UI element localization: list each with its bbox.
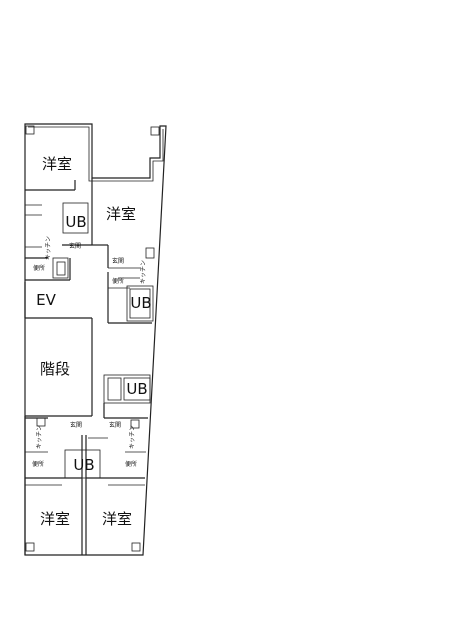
western-room-label-3: 洋室 (40, 510, 70, 528)
units-lower (25, 417, 148, 555)
elevator-label: EV (36, 291, 56, 309)
entrance-label-2: 玄関 (112, 257, 124, 265)
kitchen-label-3: キッチン (36, 425, 43, 449)
entrance-label-3: 玄関 (70, 421, 82, 429)
kitchen-label-4: キッチン (129, 425, 136, 449)
toilet-label-2: 便所 (112, 277, 124, 285)
kitchen-label-1: キッチン (45, 236, 52, 260)
toilet-label-3: 便所 (32, 460, 44, 468)
core (24, 317, 93, 555)
entrance-label-1: 玄関 (69, 242, 81, 250)
western-room-label-1: 洋室 (42, 155, 72, 173)
entrance-label-4: 玄関 (109, 421, 121, 429)
unit-bath-label-3: UB (126, 380, 147, 398)
outer-walls (24, 123, 167, 556)
western-room-label-4: 洋室 (102, 510, 132, 528)
unit-bath-label-4: UB (73, 456, 94, 474)
column-marks (25, 125, 160, 552)
unit-mid-right (103, 374, 151, 418)
toilet-label-1: 便所 (33, 264, 45, 272)
kitchen-label-2: キッチン (140, 260, 147, 284)
unit-upper-left (24, 178, 93, 318)
unit-upper-right (92, 244, 155, 324)
toilet-label-4: 便所 (125, 460, 137, 468)
unit-bath-label-1: UB (65, 213, 86, 231)
unit-bath-label-2: UB (130, 294, 151, 312)
western-room-label-2: 洋室 (106, 205, 136, 223)
stairs-label: 階段 (40, 360, 70, 378)
